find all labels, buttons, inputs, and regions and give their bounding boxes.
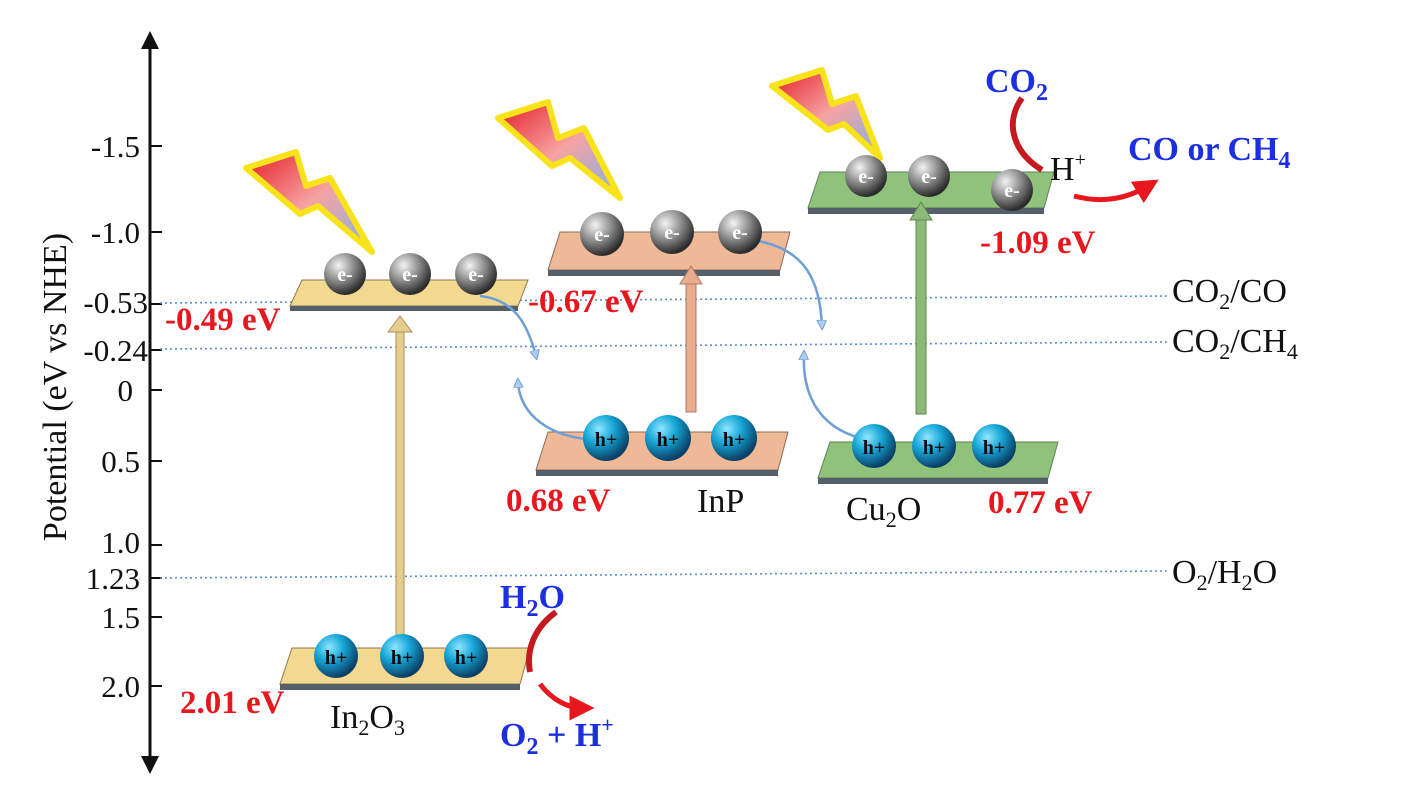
hole: h+: [711, 415, 757, 461]
hole: h+: [912, 424, 956, 468]
light-bolt-icon: [243, 149, 375, 255]
hole: h+: [852, 424, 896, 468]
svg-text:e-: e-: [1004, 180, 1020, 202]
product-arrow: [1073, 179, 1159, 204]
hole: h+: [583, 415, 629, 461]
cu2o-excitation-arrow: [909, 201, 933, 415]
tick-label: 2.0: [101, 669, 140, 704]
svg-text:e-: e-: [732, 222, 748, 244]
tick-label: 1.23: [86, 561, 140, 596]
electron: e-: [389, 253, 431, 295]
cu2o-vb-value: 0.77 eV: [988, 485, 1093, 521]
oxidation-product: O2 + H+: [500, 712, 614, 760]
svg-text:e-: e-: [468, 264, 484, 286]
hole: h+: [380, 634, 424, 678]
svg-text:e-: e-: [402, 264, 418, 286]
electron: e-: [650, 210, 694, 254]
tick-label: -1.5: [91, 129, 140, 164]
electron: e-: [908, 155, 950, 197]
svg-text:h+: h+: [595, 429, 618, 451]
reduction-curve-arrow: [1009, 96, 1044, 173]
tick-label: 0.5: [101, 444, 140, 479]
svg-text:h+: h+: [325, 647, 348, 669]
svg-text:h+: h+: [657, 429, 680, 451]
electron: e-: [991, 169, 1033, 211]
svg-text:e-: e-: [337, 264, 353, 286]
svg-text:h+: h+: [923, 437, 946, 459]
cu2o-label: Cu2O: [846, 491, 921, 532]
reduction-product: CO or CH4: [1128, 131, 1290, 174]
co2-reactant: CO2: [985, 63, 1048, 106]
inp-vb-value: 0.68 eV: [506, 483, 611, 519]
electron: e-: [718, 210, 762, 254]
proton-label: H+: [1050, 149, 1086, 188]
inp-cb-value: -0.67 eV: [528, 284, 644, 320]
svg-text:e-: e-: [858, 166, 874, 188]
ref-line-co2-co: CO2/CO: [1172, 273, 1287, 314]
svg-text:h+: h+: [983, 437, 1006, 459]
svg-text:e-: e-: [921, 166, 937, 188]
inp-label: InP: [697, 483, 744, 520]
svg-text:h+: h+: [863, 437, 886, 459]
electron: e-: [455, 253, 497, 295]
inp-excitation-arrow: [679, 265, 703, 413]
tick-label: 1.5: [101, 600, 140, 635]
in2o3-vb-value: 2.01 eV: [180, 685, 285, 721]
hole: h+: [314, 634, 358, 678]
tick-label: 0: [118, 373, 134, 408]
light-bolt-icon: [495, 99, 623, 201]
hole: h+: [444, 634, 488, 678]
tick-label: -0.24: [83, 333, 148, 368]
tick-label: -1.0: [91, 215, 140, 250]
svg-text:h+: h+: [455, 647, 478, 669]
electron: e-: [845, 155, 887, 197]
svg-text:e-: e-: [664, 222, 680, 244]
in2o3-cb-value: -0.49 eV: [165, 302, 281, 338]
svg-text:e-: e-: [594, 224, 610, 246]
oxidation-curve-arrow: [526, 609, 558, 673]
axis-ticks: [150, 145, 162, 687]
in2o3-excitation-arrow: [387, 315, 413, 637]
in2o3-label: In2O3: [330, 699, 405, 740]
tick-label: 1.0: [101, 525, 140, 560]
light-bolt-icon: [769, 67, 883, 161]
cu2o-cb-value: -1.09 eV: [980, 225, 1096, 261]
reference-lines: [159, 295, 1169, 579]
svg-text:h+: h+: [723, 429, 746, 451]
ref-line-o2-h2o: O2/H2O: [1172, 554, 1277, 595]
electron: e-: [580, 212, 624, 256]
svg-text:h+: h+: [391, 647, 414, 669]
y-axis-label: Potential (eV vs NHE): [37, 233, 74, 541]
hole: h+: [645, 415, 691, 461]
ref-line-co2-ch4: CO2/CH4: [1172, 323, 1298, 364]
hole: h+: [972, 424, 1016, 468]
electron: e-: [324, 253, 366, 295]
tick-label: -0.53: [83, 285, 148, 320]
oxidation-product-arrow: [538, 682, 595, 721]
